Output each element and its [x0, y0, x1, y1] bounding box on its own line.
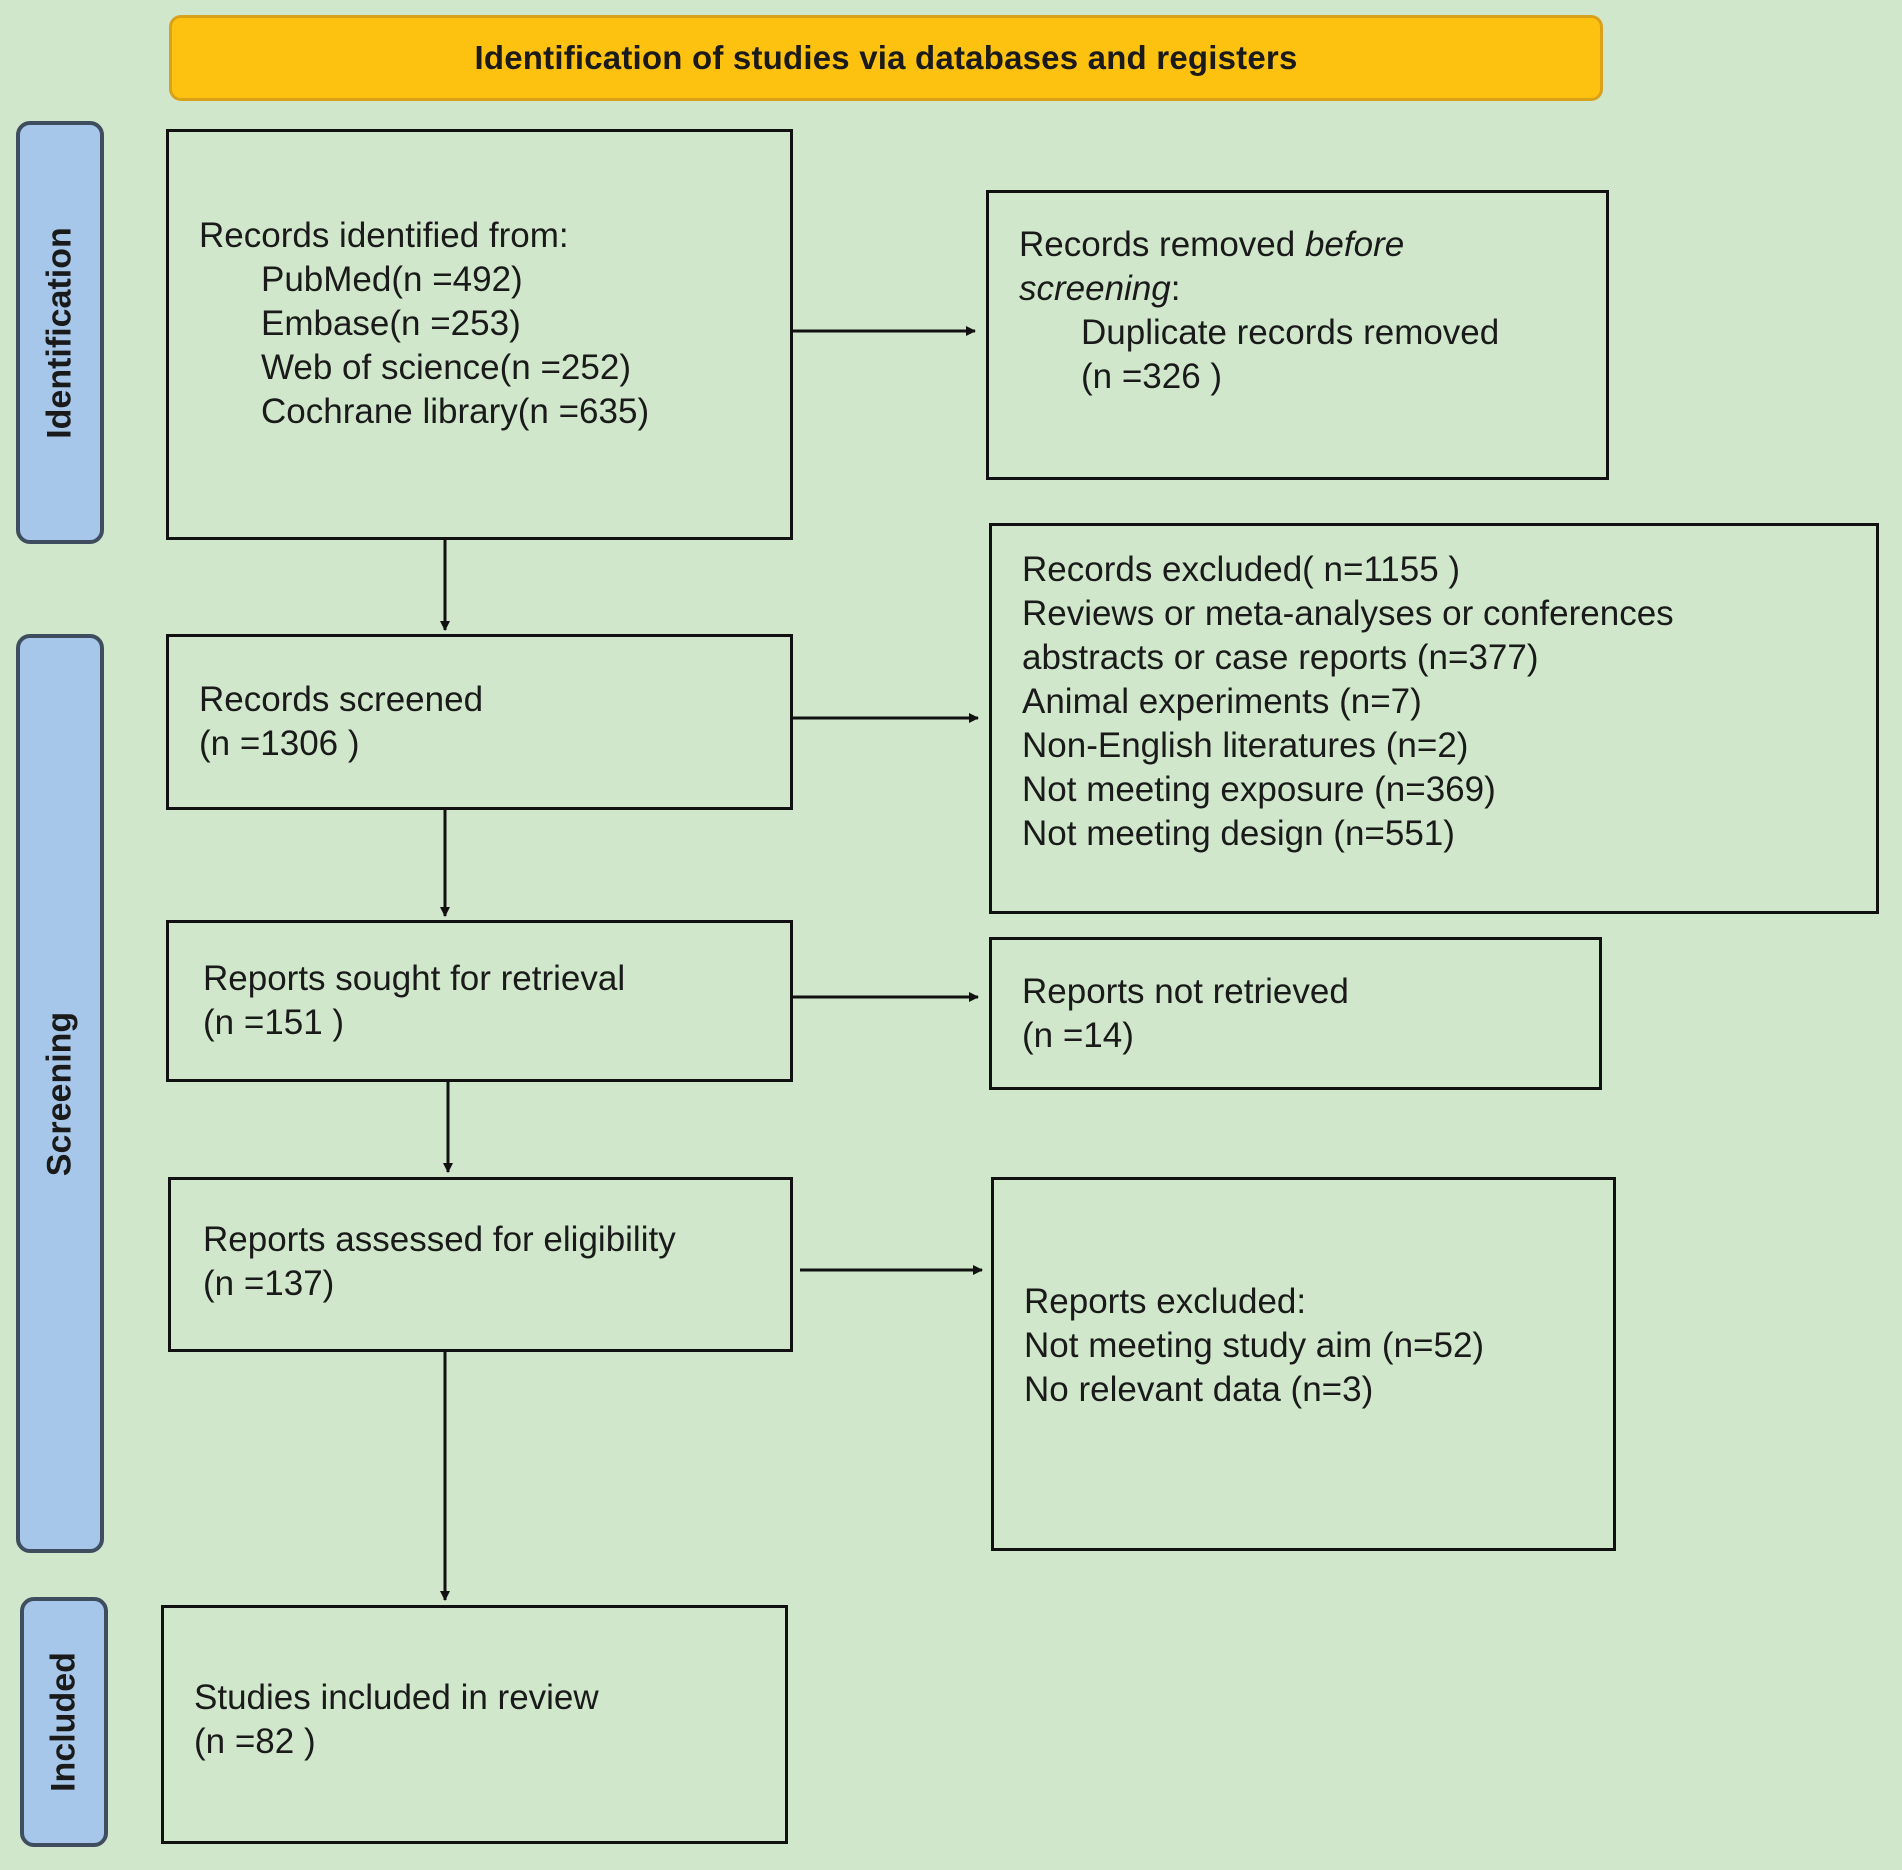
phase-bar-included: Included	[20, 1597, 108, 1847]
records-screened-box: Records screened (n =1306 )	[166, 634, 793, 810]
duplicates-removed-count: (n =326 )	[1081, 357, 1223, 396]
records-excluded-total: Records excluded( n=1155 )	[1022, 550, 1461, 589]
records-screened-label: Records screened	[199, 680, 484, 719]
records-removed-before: before	[1304, 225, 1405, 264]
duplicates-removed-label: Duplicate records removed	[1081, 313, 1500, 352]
source-pubmed: PubMed(n =492)	[261, 259, 523, 299]
identification-banner: Identification of studies via databases …	[169, 15, 1603, 101]
reports-not-retrieved-box: Reports not retrieved (n =14)	[989, 937, 1602, 1090]
banner-title: Identification of studies via databases …	[474, 39, 1298, 76]
excluded-reason-design: Not meeting design (n=551)	[1022, 814, 1455, 853]
records-removed-line2: screening:	[1019, 267, 1606, 311]
reports-assessed-count: (n =137)	[203, 1264, 335, 1303]
reports-not-retrieved-label: Reports not retrieved	[1022, 971, 1349, 1011]
records-removed-label: Records removed	[1019, 225, 1305, 264]
reports-excluded-heading: Reports excluded:	[1024, 1282, 1307, 1321]
records-removed-colon: :	[1170, 269, 1181, 308]
reports-excluded-box: Reports excluded: Not meeting study aim …	[991, 1177, 1616, 1551]
source-cochrane: Cochrane library(n =635)	[261, 391, 650, 431]
records-excluded-box: Records excluded( n=1155 ) Reviews or me…	[989, 523, 1879, 914]
excluded-reason-reviews: Reviews or meta-analyses or conferences	[1022, 594, 1674, 633]
records-screened-count: (n =1306 )	[199, 724, 360, 763]
reports-sought-box: Reports sought for retrieval (n =151 )	[166, 920, 793, 1082]
records-identified-heading: Records identified from:	[199, 215, 569, 255]
reports-excluded-no-data: No relevant data (n=3)	[1024, 1370, 1374, 1409]
reports-sought-label: Reports sought for retrieval	[203, 959, 626, 998]
reports-excluded-aim: Not meeting study aim (n=52)	[1024, 1326, 1485, 1365]
reports-not-retrieved-count: (n =14)	[1022, 1015, 1134, 1055]
records-identified-box: Records identified from: PubMed(n =492) …	[166, 129, 793, 540]
reports-sought-count: (n =151 )	[203, 1003, 345, 1042]
records-removed-line1: Records removed before	[1019, 223, 1606, 267]
excluded-reason-animal: Animal experiments (n=7)	[1022, 682, 1422, 721]
studies-included-count: (n =82 )	[194, 1721, 316, 1761]
studies-included-label: Studies included in review	[194, 1677, 599, 1717]
source-embase: Embase(n =253)	[261, 303, 521, 343]
phase-bar-screening: Screening	[16, 634, 104, 1553]
records-removed-box: Records removed before screening: Duplic…	[986, 190, 1609, 480]
source-web-of-science: Web of science(n =252)	[261, 347, 631, 387]
excluded-reason-non-english: Non-English literatures (n=2)	[1022, 726, 1469, 765]
studies-included-box: Studies included in review (n =82 )	[161, 1605, 788, 1844]
phase-bar-identification: Identification	[16, 121, 104, 544]
excluded-reason-reviews-cont: abstracts or case reports (n=377)	[1022, 638, 1539, 677]
reports-assessed-box: Reports assessed for eligibility (n =137…	[168, 1177, 793, 1352]
excluded-reason-exposure: Not meeting exposure (n=369)	[1022, 770, 1496, 809]
reports-assessed-label: Reports assessed for eligibility	[203, 1220, 676, 1259]
records-removed-screening: screening	[1019, 269, 1171, 308]
